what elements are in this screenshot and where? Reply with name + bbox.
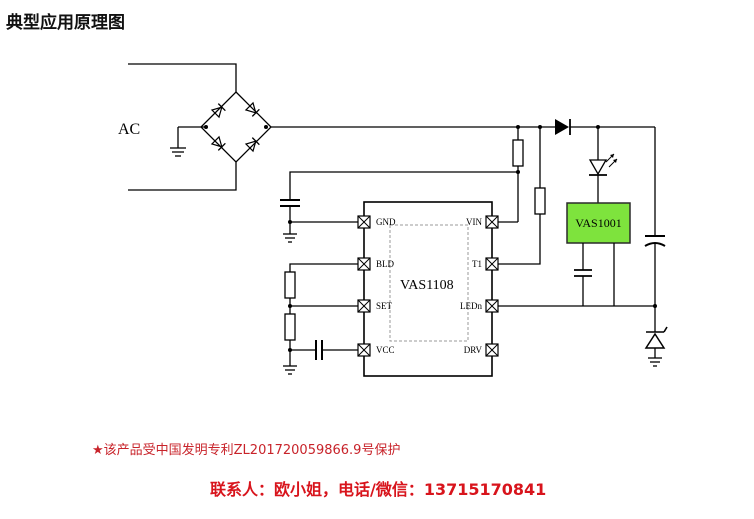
pin-drv — [485, 343, 499, 357]
pin-label-vcc: VCC — [376, 345, 395, 355]
pin-label-vin: VIN — [466, 217, 482, 227]
ic-pins — [357, 215, 499, 357]
bridge-rectifier — [200, 91, 272, 163]
main-ic: VAS1108 — [363, 201, 493, 377]
pin-bld — [357, 257, 371, 271]
contact-line: 联系人：欧小姐，电话/微信：13715170841 — [210, 480, 547, 499]
pin-t1 — [485, 257, 499, 271]
pin-set — [357, 299, 371, 313]
sub-ic: VAS1001 — [566, 202, 631, 306]
page-title: 典型应用原理图 — [6, 13, 125, 33]
resistor-t1 — [498, 127, 546, 265]
sub-ic-label: VAS1001 — [575, 216, 621, 230]
pin-vin — [485, 215, 499, 229]
pin-ledn — [485, 299, 499, 313]
ac-input-wires — [128, 63, 237, 191]
pin-label-gnd: GND — [376, 217, 396, 227]
pin-gnd — [357, 215, 371, 229]
pin-vcc — [357, 343, 371, 357]
main-rail — [271, 119, 655, 135]
patent-note: ★该产品受中国发明专利ZL201720059866.9号保护 — [92, 443, 401, 458]
pin-label-bld: BLD — [376, 259, 395, 269]
pin-label-set: SET — [376, 301, 393, 311]
bld-set-network — [283, 263, 358, 375]
led-string — [588, 127, 618, 203]
resistor-vin — [498, 127, 524, 223]
pin-label-drv: DRV — [464, 345, 483, 355]
pin-label-t1: T1 — [472, 259, 482, 269]
pin-label-ledn: LEDn — [460, 301, 482, 311]
input-capacitor — [280, 171, 518, 243]
output-section — [498, 127, 668, 367]
ac-label: AC — [118, 121, 140, 138]
main-ic-label: VAS1108 — [400, 278, 454, 293]
